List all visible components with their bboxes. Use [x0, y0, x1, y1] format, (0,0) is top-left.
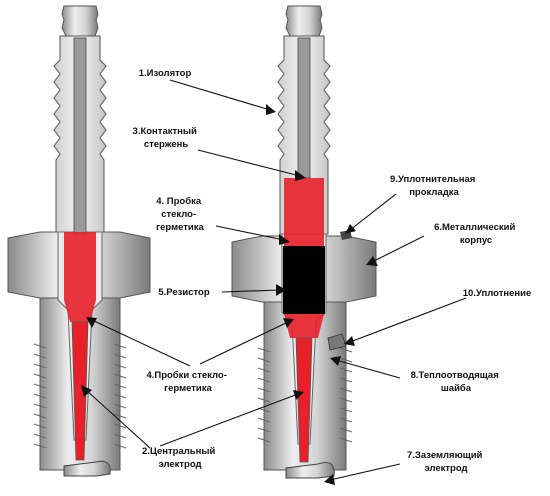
- label-sealing-gasket: 9.Уплотнительная прокладка: [390, 174, 478, 198]
- label-glass-plug-upper: 4. Пробка стекло- герметика: [156, 196, 204, 233]
- label-glass-plugs-lower: 4.Пробки стекло- герметика: [146, 370, 229, 394]
- label-contact-rod: 3.Контактный стержень: [133, 126, 200, 150]
- right-glass-seal-lower: [284, 314, 324, 338]
- label-central-electrode: 2.Центральный электрод: [142, 446, 218, 470]
- right-resistor: [283, 246, 325, 314]
- left-spark-plug: [7, 5, 151, 477]
- label-heat-washer: 8.Теплоотводящая шайба: [411, 370, 502, 394]
- left-glass-seal: [64, 232, 96, 322]
- left-terminal: [61, 5, 99, 37]
- left-ground-electrode: [63, 460, 111, 477]
- right-terminal: [285, 5, 323, 37]
- right-contact-rod: [297, 37, 311, 179]
- label-ground-electrode: 7.Заземляющий электрод: [407, 450, 485, 474]
- label-metal-body: 6.Металлический корпус: [434, 222, 518, 246]
- leader-lines: [81, 79, 467, 485]
- right-central-electrode: [295, 337, 313, 463]
- label-resistor: 5.Резистор: [158, 287, 209, 298]
- label-seal: 10.Уплотнение: [463, 288, 532, 299]
- callout-labels: 1.Изолятор 3.Контактный стержень 4. Проб…: [133, 68, 532, 474]
- label-insulator: 1.Изолятор: [139, 68, 192, 79]
- left-contact-rod: [73, 37, 87, 235]
- right-ground-electrode: [285, 462, 335, 479]
- right-spark-plug: [231, 5, 377, 479]
- right-glass-seal-upper: [284, 178, 324, 246]
- right-seal: [327, 333, 347, 351]
- left-central-electrode: [71, 321, 89, 461]
